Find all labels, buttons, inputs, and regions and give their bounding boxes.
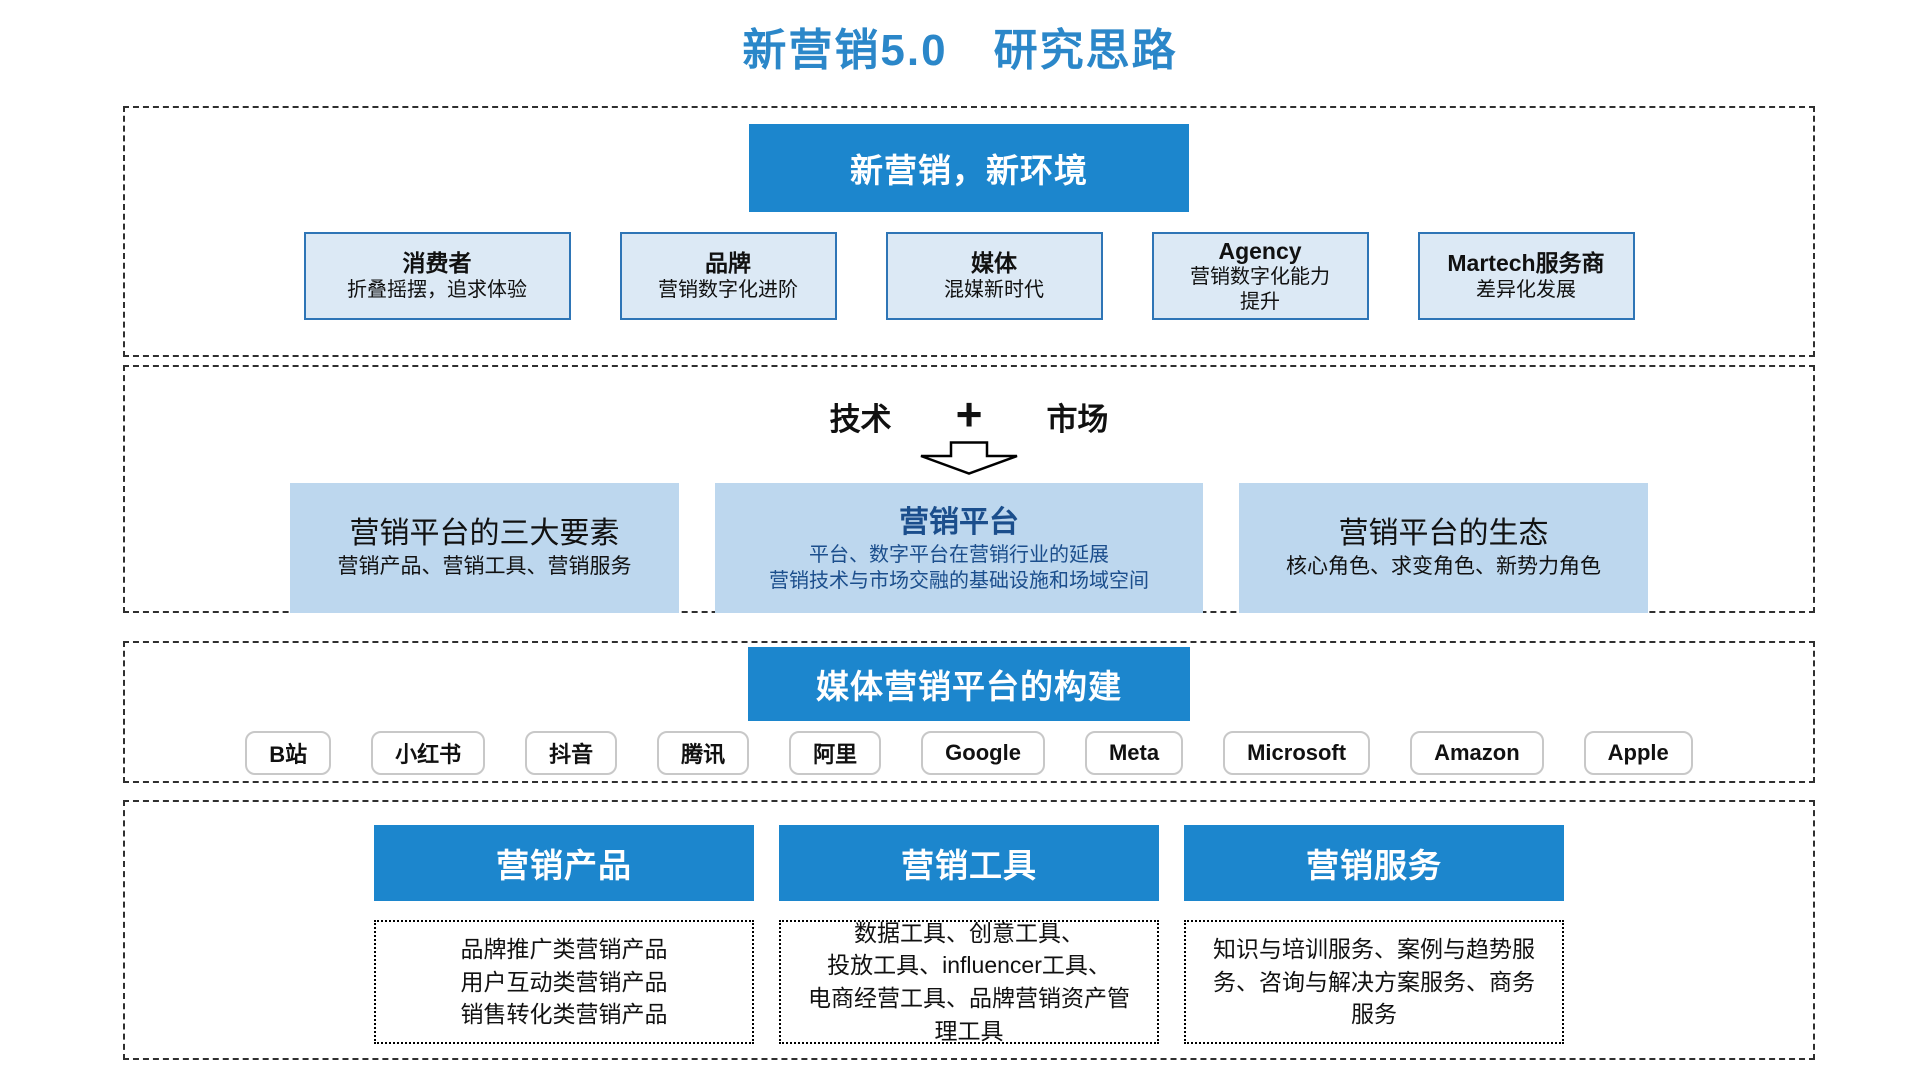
column-header: 营销服务: [1184, 825, 1564, 901]
panel-marketing-platform: 营销平台 平台、数字平台在营销行业的延展 营销技术与市场交融的基础设施和场域空间: [715, 483, 1203, 613]
tag-google: Google: [921, 731, 1045, 775]
factor-title: 品牌: [705, 250, 751, 277]
panel-title: 营销平台: [899, 505, 1019, 539]
page-title: 新营销5.0 研究思路: [742, 26, 1178, 75]
section-products-tools-services: 营销产品 品牌推广类营销产品 用户互动类营销产品 销售转化类营销产品 营销工具 …: [123, 800, 1815, 1060]
factor-subtitle: 营销数字化能力 提升: [1190, 266, 1330, 314]
platform-tag-row: B站 小红书 抖音 腾讯 阿里 Google Meta Microsoft Am…: [125, 731, 1813, 775]
tag-apple: Apple: [1583, 731, 1693, 775]
panel-subtitle: 平台、数字平台在营销行业的延展 营销技术与市场交融的基础设施和场域空间: [769, 543, 1149, 592]
tag-microsoft: Microsoft: [1223, 731, 1371, 775]
tag-meta: Meta: [1084, 731, 1184, 775]
column-body: 知识与培训服务、案例与趋势服 务、咨询与解决方案服务、商务 服务: [1184, 920, 1564, 1044]
column-marketing-products: 营销产品 品牌推广类营销产品 用户互动类营销产品 销售转化类营销产品: [374, 825, 754, 1044]
panel-subtitle: 核心角色、求变角色、新势力角色: [1286, 555, 1601, 579]
column-marketing-services: 营销服务 知识与培训服务、案例与趋势服 务、咨询与解决方案服务、商务 服务: [1184, 825, 1564, 1044]
factor-box-martech: Martech服务商 差异化发展: [1417, 232, 1635, 320]
column-marketing-tools: 营销工具 数据工具、创意工具、 投放工具、influencer工具、 电商经营工…: [779, 825, 1159, 1044]
tech-plus-market-formula: 技术 + 市场: [125, 388, 1813, 440]
column-header: 营销工具: [779, 825, 1159, 901]
section-media-platform-construction: 媒体营销平台的构建 B站 小红书 抖音 腾讯 阿里 Google Meta Mi…: [123, 641, 1815, 783]
factor-box-agency: Agency 营销数字化能力 提升: [1151, 232, 1369, 320]
column-header: 营销产品: [374, 825, 754, 901]
tag-bilibili: B站: [245, 731, 332, 775]
panel-three-elements: 营销平台的三大要素 营销产品、营销工具、营销服务: [290, 483, 679, 613]
factor-subtitle: 差异化发展: [1476, 278, 1576, 301]
factor-subtitle: 营销数字化进阶: [658, 278, 798, 301]
tech-label: 技术: [829, 401, 892, 437]
section4-columns: 营销产品 品牌推广类营销产品 用户互动类营销产品 销售转化类营销产品 营销工具 …: [125, 825, 1813, 1044]
panel-title: 营销平台的三大要素: [349, 517, 620, 551]
factor-subtitle: 混媒新时代: [944, 278, 1044, 301]
section1-factor-row: 消费者 折叠摇摆，追求体验 品牌 营销数字化进阶 媒体 混媒新时代 Agency…: [125, 232, 1813, 320]
factor-box-consumer: 消费者 折叠摇摆，追求体验: [303, 232, 571, 320]
section2-panels-row: 营销平台的三大要素 营销产品、营销工具、营销服务 营销平台 平台、数字平台在营销…: [125, 483, 1813, 613]
section-new-environment: 新营销，新环境 消费者 折叠摇摆，追求体验 品牌 营销数字化进阶 媒体 混媒新时…: [123, 106, 1815, 357]
factor-title: 消费者: [402, 250, 472, 277]
down-arrow-icon: [920, 441, 1018, 475]
section3-header: 媒体营销平台的构建: [748, 647, 1190, 721]
factor-box-brand: 品牌 营销数字化进阶: [619, 232, 837, 320]
tag-xiaohongshu: 小红书: [371, 731, 486, 775]
panel-subtitle: 营销产品、营销工具、营销服务: [337, 555, 632, 579]
column-body: 数据工具、创意工具、 投放工具、influencer工具、 电商经营工具、品牌营…: [779, 920, 1159, 1044]
plus-icon: +: [955, 388, 983, 440]
factor-title: Agency: [1218, 237, 1302, 264]
panel-platform-ecosystem: 营销平台的生态 核心角色、求变角色、新势力角色: [1239, 483, 1648, 613]
section1-header: 新营销，新环境: [749, 124, 1189, 212]
tag-alibaba: 阿里: [789, 731, 882, 775]
market-label: 市场: [1046, 401, 1109, 437]
factor-title: 媒体: [971, 250, 1017, 277]
section-marketing-platform: 技术 + 市场 营销平台的三大要素 营销产品、营销工具、营销服务 营销平台 平台…: [123, 365, 1815, 613]
tag-douyin: 抖音: [525, 731, 618, 775]
factor-box-media: 媒体 混媒新时代: [885, 232, 1103, 320]
factor-subtitle: 折叠摇摆，追求体验: [347, 278, 527, 301]
tag-tencent: 腾讯: [657, 731, 750, 775]
factor-title: Martech服务商: [1447, 250, 1605, 277]
panel-title: 营销平台的生态: [1338, 517, 1549, 551]
column-body: 品牌推广类营销产品 用户互动类营销产品 销售转化类营销产品: [374, 920, 754, 1044]
tag-amazon: Amazon: [1410, 731, 1544, 775]
